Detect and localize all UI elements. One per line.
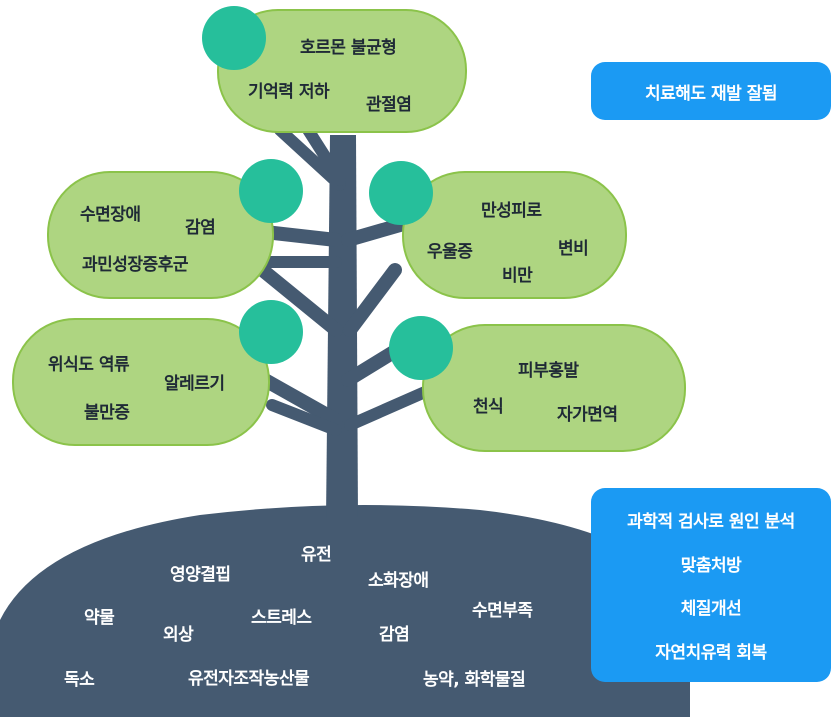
teal-dot-right-upper <box>369 161 433 225</box>
symptom-label: 기억력 저하 <box>248 82 330 102</box>
leaf-cloud-top <box>217 9 467 133</box>
symptom-label: 알레르기 <box>164 374 225 394</box>
root-cause-label: 독소 <box>64 670 95 690</box>
root-cause-label: 스트레스 <box>251 608 312 628</box>
recurrence-badge: 치료해도 재발 잘됨 <box>591 62 831 120</box>
symptom-label: 감염 <box>185 218 216 238</box>
root-cause-label: 유전자조작농산물 <box>188 669 310 689</box>
root-cause-label: 약물 <box>84 608 115 628</box>
leaf-cloud-left-upper <box>47 171 274 299</box>
symptom-label: 피부홍발 <box>518 361 579 381</box>
solution-badge: 과학적 검사로 원인 분석 맞춤처방 체질개선 자연치유력 회복 <box>591 488 831 682</box>
symptom-label: 호르몬 불균형 <box>300 38 397 58</box>
ground-mound <box>0 505 690 717</box>
root-cause-label: 소화장애 <box>368 571 429 591</box>
teal-dot-left-upper <box>239 159 303 223</box>
symptom-label: 관절염 <box>366 95 412 115</box>
recurrence-badge-text: 치료해도 재발 잘됨 <box>645 83 777 104</box>
solution-item: 자연치유력 회복 <box>655 643 767 664</box>
symptom-label: 자가면역 <box>557 405 618 425</box>
symptom-label: 천식 <box>473 397 504 417</box>
root-cause-label: 감염 <box>379 625 410 645</box>
solution-item: 체질개선 <box>680 599 742 620</box>
root-cause-label: 외상 <box>163 625 194 645</box>
symptom-label: 만성피로 <box>481 201 542 221</box>
root-cause-label: 유전 <box>301 545 332 565</box>
teal-dot-top <box>202 6 266 70</box>
leaf-cloud-right-upper <box>402 171 627 299</box>
root-cause-label: 농약, 화학물질 <box>423 670 526 690</box>
leaf-cloud-left-lower <box>12 318 270 446</box>
solution-item: 맞춤처방 <box>680 555 742 576</box>
symptom-label: 불만증 <box>84 403 130 423</box>
teal-dot-left-lower <box>239 300 303 364</box>
root-cause-label: 영양결핍 <box>170 565 231 585</box>
teal-dot-right-lower <box>389 316 453 380</box>
symptom-label: 우울증 <box>427 242 473 262</box>
symptom-label: 과민성장증후군 <box>82 255 188 275</box>
leaf-cloud-right-lower <box>422 324 686 452</box>
branches <box>252 119 431 436</box>
symptom-label: 수면장애 <box>80 205 141 225</box>
symptom-label: 위식도 역류 <box>48 355 130 375</box>
solution-item: 과학적 검사로 원인 분석 <box>627 511 795 532</box>
root-cause-label: 수면부족 <box>472 601 533 621</box>
symptom-label: 변비 <box>558 239 589 259</box>
symptom-label: 비만 <box>502 266 533 286</box>
